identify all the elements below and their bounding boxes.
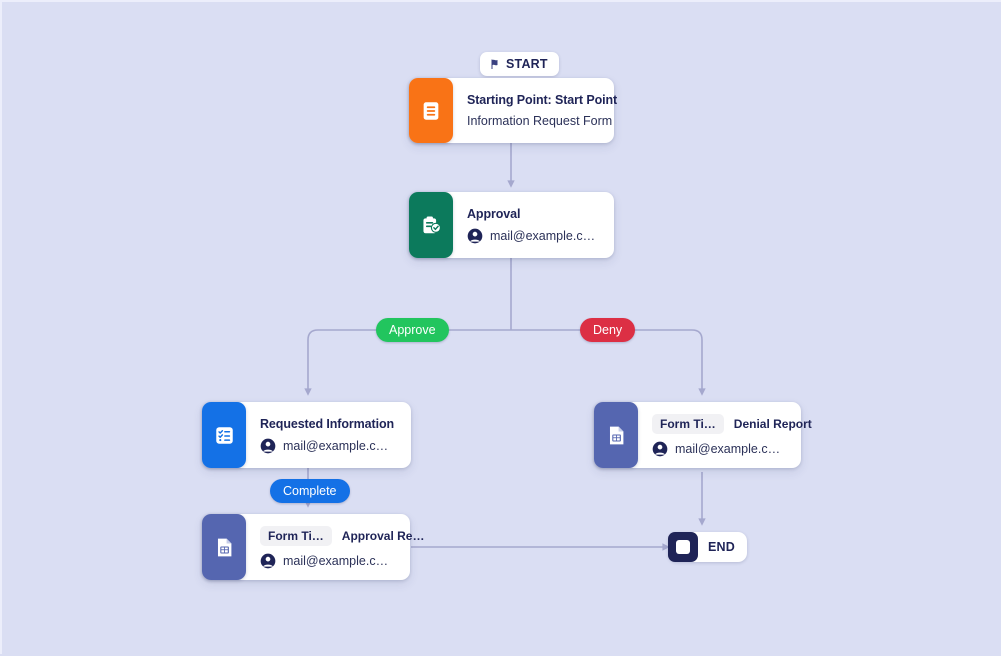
tab-form-title[interactable]: Form Ti… — [652, 413, 724, 434]
form-tabs[interactable]: Form Ti… Denial Report — [652, 413, 812, 434]
avatar — [260, 553, 276, 569]
assignee-email: mail@example.c… — [490, 228, 596, 243]
node-title[interactable]: Approval Re… — [341, 528, 425, 543]
node-title: Starting Point: Start Point — [467, 93, 618, 107]
node-approval[interactable]: Approval mail@example.c… — [409, 192, 614, 258]
assignee-row: mail@example.c… — [260, 553, 396, 569]
node-start-point[interactable]: Starting Point: Start Point Information … — [409, 78, 618, 143]
node-title: Requested Information — [260, 416, 395, 431]
assignee-email: mail@example.c… — [283, 438, 389, 453]
start-badge[interactable]: START — [480, 52, 559, 76]
end-badge-label: END — [708, 540, 735, 554]
node-requested-information[interactable]: Requested Information mail@example.c… — [202, 402, 411, 468]
node-title[interactable]: Denial Report — [733, 416, 812, 431]
edge-label-approve-text: Approve — [389, 323, 436, 337]
document-table-icon — [594, 402, 638, 468]
edge-label-approve[interactable]: Approve — [376, 318, 449, 342]
end-badge[interactable]: END — [668, 532, 747, 562]
edge-label-complete-text: Complete — [283, 484, 337, 498]
node-approval-report[interactable]: Form Ti… Approval Re… mail@example.c… — [202, 514, 424, 580]
edge-label-deny[interactable]: Deny — [580, 318, 636, 342]
edge-label-complete[interactable]: Complete — [270, 479, 350, 503]
node-title: Approval — [467, 206, 521, 221]
document-table-icon — [202, 514, 246, 580]
tab-form-title[interactable]: Form Ti… — [260, 525, 332, 546]
flag-icon — [489, 58, 501, 70]
checklist-form-icon — [202, 402, 246, 468]
edge-label-deny-text: Deny — [593, 323, 623, 337]
avatar — [467, 228, 483, 244]
assignee-row: mail@example.c… — [467, 228, 600, 244]
stop-square-icon — [668, 532, 698, 562]
assignee-email: mail@example.c… — [675, 441, 781, 456]
assignee-email: mail@example.c… — [283, 553, 389, 568]
avatar — [652, 441, 668, 457]
assignee-row: mail@example.c… — [652, 441, 787, 457]
assignee-row: mail@example.c… — [260, 438, 397, 454]
form-tabs[interactable]: Form Ti… Approval Re… — [260, 525, 424, 546]
document-lines-icon — [409, 78, 453, 143]
node-subtitle: Information Request Form — [467, 114, 613, 128]
start-badge-label: START — [506, 57, 548, 71]
node-denial-report[interactable]: Form Ti… Denial Report mail@example.c… — [594, 402, 812, 468]
avatar — [260, 438, 276, 454]
clipboard-check-icon — [409, 192, 453, 258]
